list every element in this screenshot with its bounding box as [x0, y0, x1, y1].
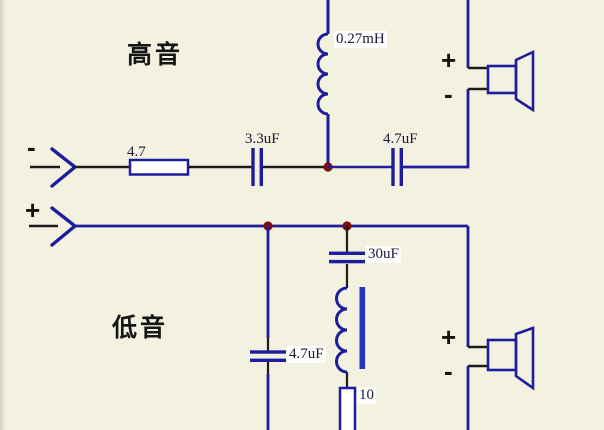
tweeter-cap2-plate-right	[399, 148, 403, 186]
input-plus-label: +	[25, 195, 41, 225]
woofer-inductor-coil	[335, 286, 348, 374]
tweeter-cap1-value: 3.3uF	[245, 131, 280, 147]
tweeter-speaker-box	[486, 64, 518, 95]
woofer-shunt-cap-plate-top	[250, 350, 286, 354]
woofer-shunt-cap-value: 4.7uF	[287, 346, 326, 363]
woofer-speaker-minus-label: -	[444, 356, 453, 386]
tweeter-speaker-cone-icon	[514, 49, 535, 113]
woofer-inductor-core-bar	[359, 287, 366, 369]
tweeter-inductor-coil	[316, 32, 329, 116]
tweeter-wire-5	[403, 89, 470, 169]
woofer-circuit	[29, 206, 535, 430]
tweeter-section-title: 高音	[127, 41, 184, 69]
woofer-zobel-cap-value: 30uF	[366, 246, 401, 263]
woofer-speaker-plus-label: +	[441, 322, 457, 352]
woofer-shunt-cap-plate-bottom	[250, 358, 286, 362]
tweeter-resistor-value: 4.7	[127, 144, 146, 160]
tweeter-circuit	[30, 0, 535, 188]
woofer-zobel-cap-plate-bottom	[329, 259, 365, 264]
tweeter-cap2-plate-left	[391, 148, 395, 186]
woofer-zobel-resistor-value: 10	[357, 387, 376, 404]
tweeter-speaker-plus-label: +	[441, 45, 457, 75]
tweeter-cap1-plate-left	[251, 148, 255, 186]
input-minus-label: -	[27, 132, 36, 162]
woofer-zobel-resistor-symbol	[338, 386, 357, 430]
tweeter-resistor-symbol	[128, 158, 190, 176]
woofer-speaker-cone-icon	[514, 326, 535, 391]
tweeter-speaker-minus-label: -	[444, 79, 453, 109]
tweeter-cap1-plate-right	[259, 148, 263, 186]
tweeter-cap2-value: 4.7uF	[383, 131, 418, 147]
woofer-zobel-cap-plate-top	[329, 251, 365, 255]
scan-edge-shadow	[0, 0, 6, 430]
tweeter-inductor-value: 0.27mH	[334, 31, 387, 48]
woofer-section-title: 低音	[112, 314, 169, 342]
woofer-speaker-box	[486, 338, 518, 372]
